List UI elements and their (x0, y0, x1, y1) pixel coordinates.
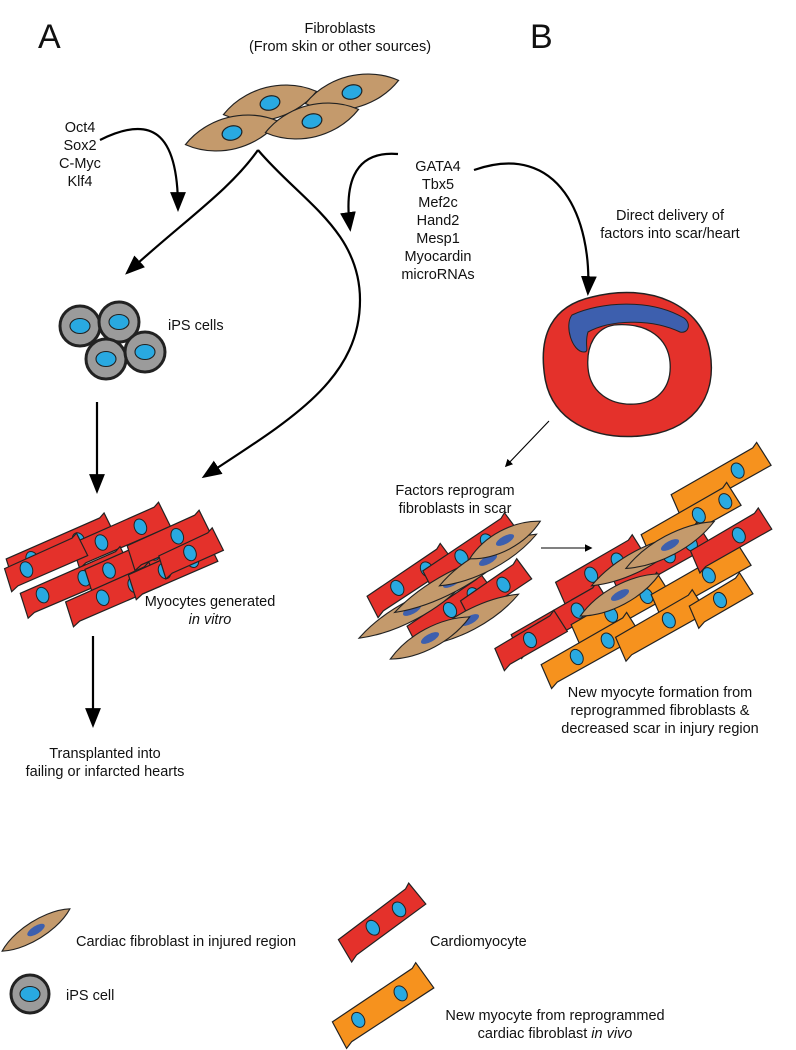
direct-delivery-line2: factors into scar/heart (600, 226, 740, 242)
legend-new-myocyte-line2-italic: in vivo (591, 1026, 633, 1042)
legend-ips-cell-label: iPS cell (66, 988, 115, 1004)
myocytes-generated-label: Myocytes generated in vitro (130, 593, 290, 629)
legend-new-myocyte-line2-text: cardiac fibroblast (477, 1026, 592, 1042)
factor-tbx5: Tbx5 (421, 177, 455, 193)
factor-mesp1: Mesp1 (416, 231, 460, 247)
factor-oct4: Oct4 (64, 120, 96, 136)
ips-cells-cluster (58, 300, 167, 381)
panel-b-arrows (340, 152, 597, 296)
new-myocyte-formation-line1: New myocyte formation from (567, 685, 753, 701)
legend-new-myocyte-icon (331, 961, 435, 1050)
legend-cardiomyocyte-label: Cardiomyocyte (430, 934, 527, 950)
myocytes-generated-line1: Myocytes generated (144, 594, 276, 610)
cardiac-fibroblast (624, 520, 716, 570)
factors-reprogram-line2: fibroblasts in scar (398, 501, 512, 517)
legend-new-myocyte-line1: New myocyte from reprogrammed (445, 1008, 665, 1024)
legend-cardiomyocyte-icon (337, 882, 427, 964)
transplanted-line1: Transplanted into (49, 746, 161, 762)
factors-reprogram-label: Factors reprogram fibroblasts in scar (370, 482, 540, 518)
direct-delivery-line1: Direct delivery of (616, 208, 724, 224)
cardiac-fibroblast (468, 520, 542, 560)
ips-factor-list: Oct4 Sox2 C-Myc Klf4 (40, 119, 120, 191)
new-myocyte (688, 571, 754, 630)
in-vitro-myocytes (3, 501, 225, 628)
new-myocyte (670, 441, 772, 520)
legend-ips-icon (9, 973, 51, 1015)
scar-fibroblasts-cardiomyocytes (357, 511, 542, 660)
new-myocyte (540, 611, 642, 690)
cardiac-factor-list: GATA4 Tbx5 Mef2c Hand2 Mesp1 Myocardin m… (388, 158, 488, 284)
heart-cross-section (542, 291, 713, 438)
factor-c-myc: C-Myc (59, 156, 101, 172)
new-myocyte-glyph (331, 961, 435, 1050)
new-myocyte-formation-label: New myocyte formation from reprogrammed … (540, 684, 780, 738)
panel-b-thin-arrows (504, 420, 593, 552)
legend-new-myocyte-line2: cardiac fibroblast in vivo (430, 1025, 680, 1043)
factor-myocardin: Myocardin (404, 249, 472, 265)
cardiomyocyte (158, 526, 225, 580)
ips-cells-label: iPS cells (168, 318, 224, 334)
fibroblasts-title: Fibroblasts (From skin or other sources) (200, 20, 480, 56)
skin-fibroblasts-cluster (184, 73, 400, 152)
factor-micrornas: microRNAs (401, 267, 475, 283)
panel-label-b: B (530, 18, 553, 56)
regenerated-myocytes (494, 441, 773, 690)
transplanted-line2: failing or infarcted hearts (25, 764, 185, 780)
panel-label-a: A (38, 18, 61, 56)
legend-new-myocyte-label: New myocyte from reprogrammed cardiac fi… (430, 1007, 680, 1043)
factor-hand2: Hand2 (416, 213, 460, 229)
cardiomyocyte (3, 532, 89, 593)
cardiac-fibroblast (389, 616, 471, 660)
fibroblasts-title-line1: Fibroblasts (304, 21, 376, 37)
new-myocyte-formation-line2: reprogrammed fibroblasts & (570, 703, 750, 719)
legend-cardiac-fibroblast-label: Cardiac fibroblast in injured region (76, 934, 297, 950)
panel-a-arrows (85, 127, 362, 728)
cardiac-fibroblast (579, 573, 661, 617)
fibroblasts-title-line2: (From skin or other sources) (248, 39, 432, 55)
legend-fibroblast-icon (1, 908, 71, 952)
factor-sox2: Sox2 (63, 138, 97, 154)
factors-reprogram-line1: Factors reprogram (395, 483, 515, 499)
factor-klf4: Klf4 (67, 174, 93, 190)
transplanted-label: Transplanted into failing or infarcted h… (10, 745, 200, 781)
myocytes-generated-line2: in vitro (188, 612, 232, 628)
factor-gata4: GATA4 (415, 159, 461, 175)
new-myocyte-formation-line3: decreased scar in injury region (561, 721, 759, 737)
cardiomyocyte-glyph (337, 882, 427, 964)
factor-mef2c: Mef2c (418, 195, 458, 211)
cardiomyocyte (689, 506, 773, 575)
direct-delivery-label: Direct delivery of factors into scar/hea… (560, 207, 780, 243)
cardiomyocyte (494, 609, 569, 672)
